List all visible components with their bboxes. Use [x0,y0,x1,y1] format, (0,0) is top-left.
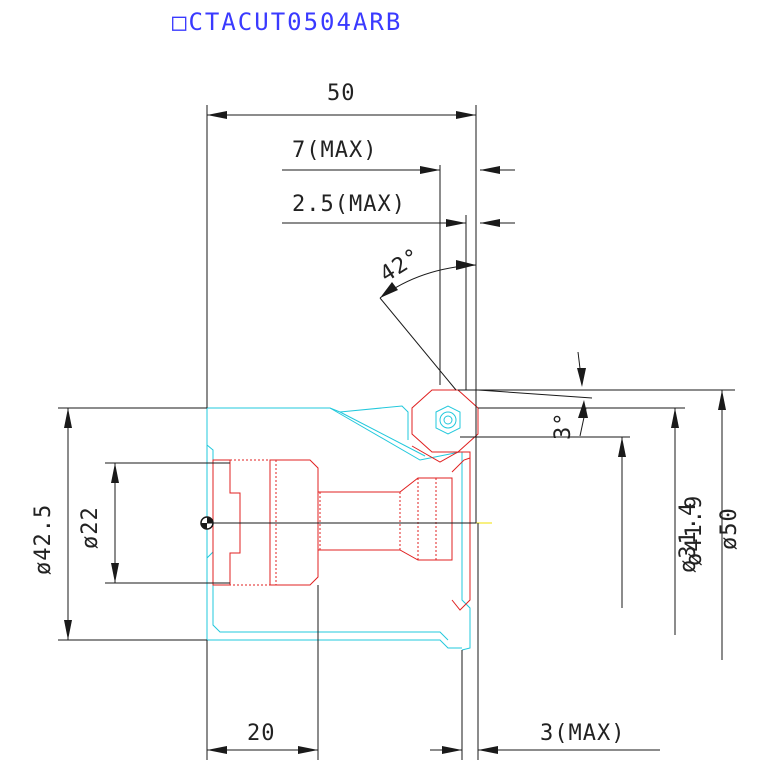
dim-shank-42-5: ø42.5 [31,407,207,641]
dim-2-5-max: 2.5(MAX) [282,192,515,390]
cutting-tool-body [212,389,479,611]
dim-offset-max: 3(MAX) [430,523,660,760]
dim-2-5max-label: 2.5(MAX) [292,192,406,217]
dim-approach-angle: 42° [376,244,477,391]
dim-inner-22: ø22 [78,462,230,584]
drawing-title: □CTACUT0504ARB [172,8,402,36]
dim-50dia-label: ø50 [717,507,742,550]
dim-42-label: 42° [376,244,426,288]
dim-7max-label: 7(MAX) [292,138,377,163]
dim-42-5-label: ø42.5 [31,504,56,575]
dim-overall-length: 50 [207,81,476,119]
dim-50-label: 50 [327,81,356,106]
dim-41-9-label: ø41.9 [682,495,707,566]
dim-relief-angle: 3° [458,351,735,441]
dim-3deg-label: 3° [551,412,576,441]
dim-7-max: 7(MAX) [282,138,515,385]
dim-shank-length: 20 [206,585,319,760]
dim-bore-31-4: ø31.4 [460,436,701,608]
dim-20-label: 20 [247,721,276,746]
dim-bore-50: ø50 [717,390,742,660]
dim-22-label: ø22 [78,506,103,549]
dim-3max-label: 3(MAX) [540,721,625,746]
workpiece-outline [206,405,471,651]
dim-31-4-label: ø31.4 [676,502,701,573]
dim-bore-41-9: ø41.9 [478,407,707,635]
